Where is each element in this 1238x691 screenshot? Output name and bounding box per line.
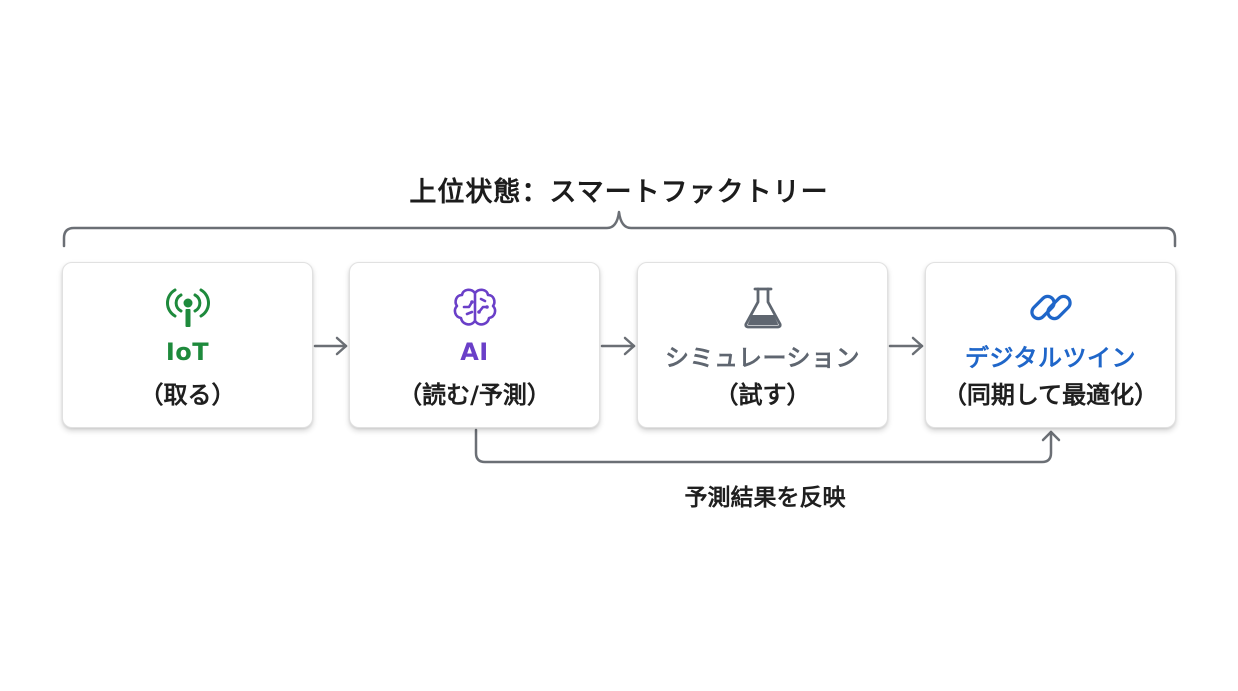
card-iot: IoT （取る） <box>62 262 313 428</box>
flask-icon <box>638 285 887 331</box>
card-ai-desc: （読む/予測） <box>398 381 551 409</box>
brain-icon <box>350 285 599 331</box>
link-icon <box>926 285 1175 331</box>
card-iot-name: IoT <box>165 338 210 366</box>
card-simulation: シミュレーション （試す） <box>637 262 888 428</box>
card-iot-desc: （取る） <box>139 381 236 409</box>
card-ai: AI （読む/予測） <box>349 262 600 428</box>
card-ai-name: AI <box>460 338 489 366</box>
card-digital-twin-desc: （同期して最適化） <box>942 381 1159 409</box>
flow-arrow-iot-ai <box>313 336 348 356</box>
card-simulation-desc: （試す） <box>714 381 811 409</box>
card-digital-twin: デジタルツイン （同期して最適化） <box>925 262 1176 428</box>
feedback-arrow <box>474 428 1061 464</box>
card-simulation-name: シミュレーション <box>664 344 861 372</box>
top-bracket <box>62 210 1177 248</box>
card-digital-twin-name: デジタルツイン <box>964 344 1137 372</box>
antenna-icon <box>63 285 312 331</box>
diagram-title: 上位状態：スマートファクトリー <box>409 177 829 208</box>
flow-arrow-ai-sim <box>600 336 636 356</box>
flow-arrow-sim-twin <box>888 336 924 356</box>
feedback-label: 予測結果を反映 <box>684 485 846 511</box>
